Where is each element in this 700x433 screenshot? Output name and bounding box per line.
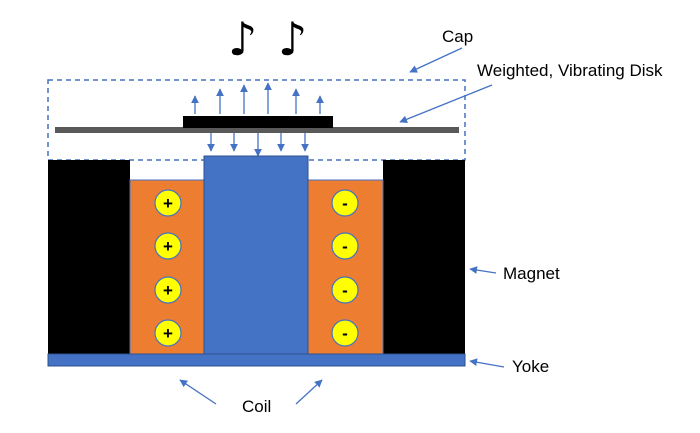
charge-sign: +: [163, 194, 173, 213]
negative-charge-icon: [331, 319, 359, 347]
charge-sign: +: [163, 281, 173, 300]
cap-pointer-arrow: [409, 47, 463, 73]
yoke: [47, 353, 466, 367]
coil-pointer-arrow-left: [179, 379, 217, 405]
vibration-arrows-up: [191, 82, 324, 114]
negative-charge-icon: [331, 232, 359, 260]
charge-sign: -: [342, 281, 348, 300]
charge-sign: +: [163, 324, 173, 343]
positive-charge-icon: [154, 276, 182, 304]
coil-label: Coil: [242, 397, 271, 416]
negative-charge-icon: [331, 189, 359, 217]
yoke-pointer-arrow: [469, 358, 505, 368]
disk-pointer-arrow: [399, 84, 493, 123]
positive-charge-icon: [154, 189, 182, 217]
charge-group-left: + + + +: [154, 189, 182, 347]
positive-charge-icon: [154, 319, 182, 347]
magnet-label: Magnet: [503, 264, 560, 283]
magnet-right: [383, 160, 465, 354]
charge-sign: +: [163, 237, 173, 256]
vibration-arrows-down: [207, 133, 309, 157]
vibrating-disk: [55, 127, 459, 133]
negative-charge-icon: [331, 276, 359, 304]
magnet-left: [48, 160, 130, 354]
music-note-icon: ♪: [278, 12, 307, 66]
charge-sign: -: [342, 324, 348, 343]
charge-sign: -: [342, 194, 348, 213]
cap-label: Cap: [442, 27, 473, 46]
positive-charge-icon: [154, 232, 182, 260]
charge-group-right: - - - -: [331, 189, 359, 347]
music-note-icon: ♪: [228, 12, 257, 66]
disk-weight: [183, 116, 333, 128]
yoke-label: Yoke: [512, 357, 549, 376]
magnet-pointer-arrow: [469, 266, 497, 274]
pole-piece: [203, 155, 309, 355]
coil-pointer-arrow-right: [295, 379, 323, 405]
charge-sign: -: [342, 237, 348, 256]
disk-label: Weighted, Vibrating Disk: [477, 61, 663, 80]
